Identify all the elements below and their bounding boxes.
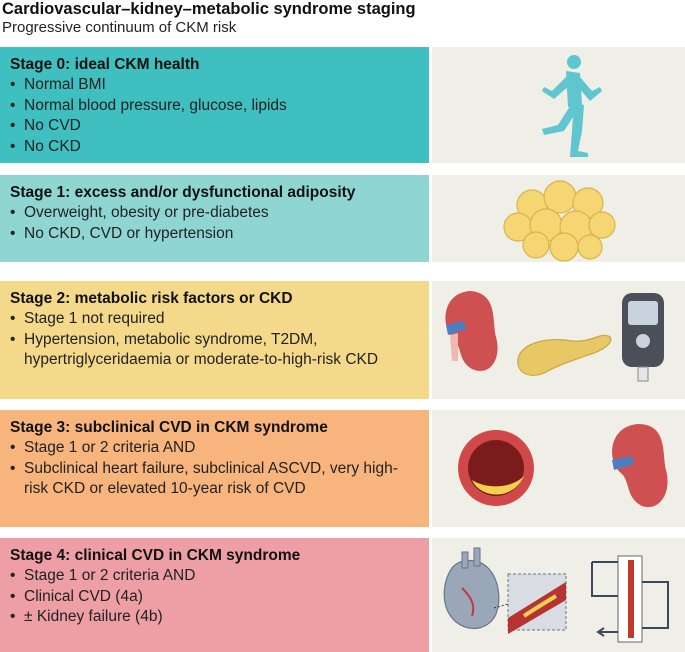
stage-3-art xyxy=(432,410,685,527)
pancreas-icon xyxy=(517,334,612,376)
stage-2-panel: Stage 2: metabolic risk factors or CKD S… xyxy=(0,281,429,399)
stage-4-row: Stage 4: clinical CVD in CKM syndrome St… xyxy=(0,538,685,652)
stage-1-bullet: No CKD, CVD or hypertension xyxy=(10,224,419,245)
stage-1-bullet: Overweight, obesity or pre-diabetes xyxy=(10,203,419,224)
stage-4-panel: Stage 4: clinical CVD in CKM syndrome St… xyxy=(0,538,429,652)
runner-icon xyxy=(542,55,602,157)
stage-1-art xyxy=(432,175,685,262)
stage-1-panel: Stage 1: excess and/or dysfunctional adi… xyxy=(0,175,429,262)
stage-0-bullet: Normal blood pressure, glucose, lipids xyxy=(10,96,419,117)
stage-4-bullet: Stage 1 or 2 criteria AND xyxy=(10,566,419,587)
stage-4-art xyxy=(432,538,685,652)
stage-1-row: Stage 1: excess and/or dysfunctional adi… xyxy=(0,175,685,262)
stage-2-bullet: Stage 1 not required xyxy=(10,309,419,330)
kidney-icon xyxy=(445,291,498,371)
stage-3-title: Stage 3: subclinical CVD in CKM syndrome xyxy=(10,419,328,436)
stage-4-bullet: ± Kidney failure (4b) xyxy=(10,607,419,628)
adipose-cells-icon xyxy=(503,180,616,262)
stage-3-bullet: Stage 1 or 2 criteria AND xyxy=(10,438,419,459)
stage-0-bullet: No CKD xyxy=(10,137,419,158)
stage-0-panel: Stage 0: ideal CKM health Normal BMI Nor… xyxy=(0,47,429,163)
stage-4-bullet: Clinical CVD (4a) xyxy=(10,587,419,608)
dialysis-filter-icon xyxy=(591,555,669,643)
stage-1-title: Stage 1: excess and/or dysfunctional adi… xyxy=(10,184,356,201)
stage-2-bullet: Hypertension, metabolic syndrome, T2DM, … xyxy=(10,330,419,371)
stage-3-panel: Stage 3: subclinical CVD in CKM syndrome… xyxy=(0,410,429,527)
stage-0-title: Stage 0: ideal CKM health xyxy=(10,56,200,73)
stage-3-row: Stage 3: subclinical CVD in CKM syndrome… xyxy=(0,410,685,527)
stage-0-row: Stage 0: ideal CKM health Normal BMI Nor… xyxy=(0,47,685,163)
stage-4-title: Stage 4: clinical CVD in CKM syndrome xyxy=(10,547,301,564)
figure-subtitle: Progressive continuum of CKM risk xyxy=(2,19,237,36)
stage-0-art xyxy=(432,47,685,163)
blocked-artery-icon xyxy=(493,573,567,634)
stage-2-art xyxy=(432,281,685,399)
stage-0-bullet: No CVD xyxy=(10,116,419,137)
stage-2-row: Stage 2: metabolic risk factors or CKD S… xyxy=(0,281,685,399)
glucose-meter-icon xyxy=(622,293,664,382)
plaque-artery-icon xyxy=(458,430,534,506)
figure-title: Cardiovascular–kidney–metabolic syndrome… xyxy=(2,0,416,18)
stage-0-bullet: Normal BMI xyxy=(10,75,419,96)
kidney-icon xyxy=(612,424,668,508)
heart-icon xyxy=(443,547,500,630)
stage-2-title: Stage 2: metabolic risk factors or CKD xyxy=(10,290,293,307)
stage-3-bullet: Subclinical heart failure, subclinical A… xyxy=(10,459,419,500)
